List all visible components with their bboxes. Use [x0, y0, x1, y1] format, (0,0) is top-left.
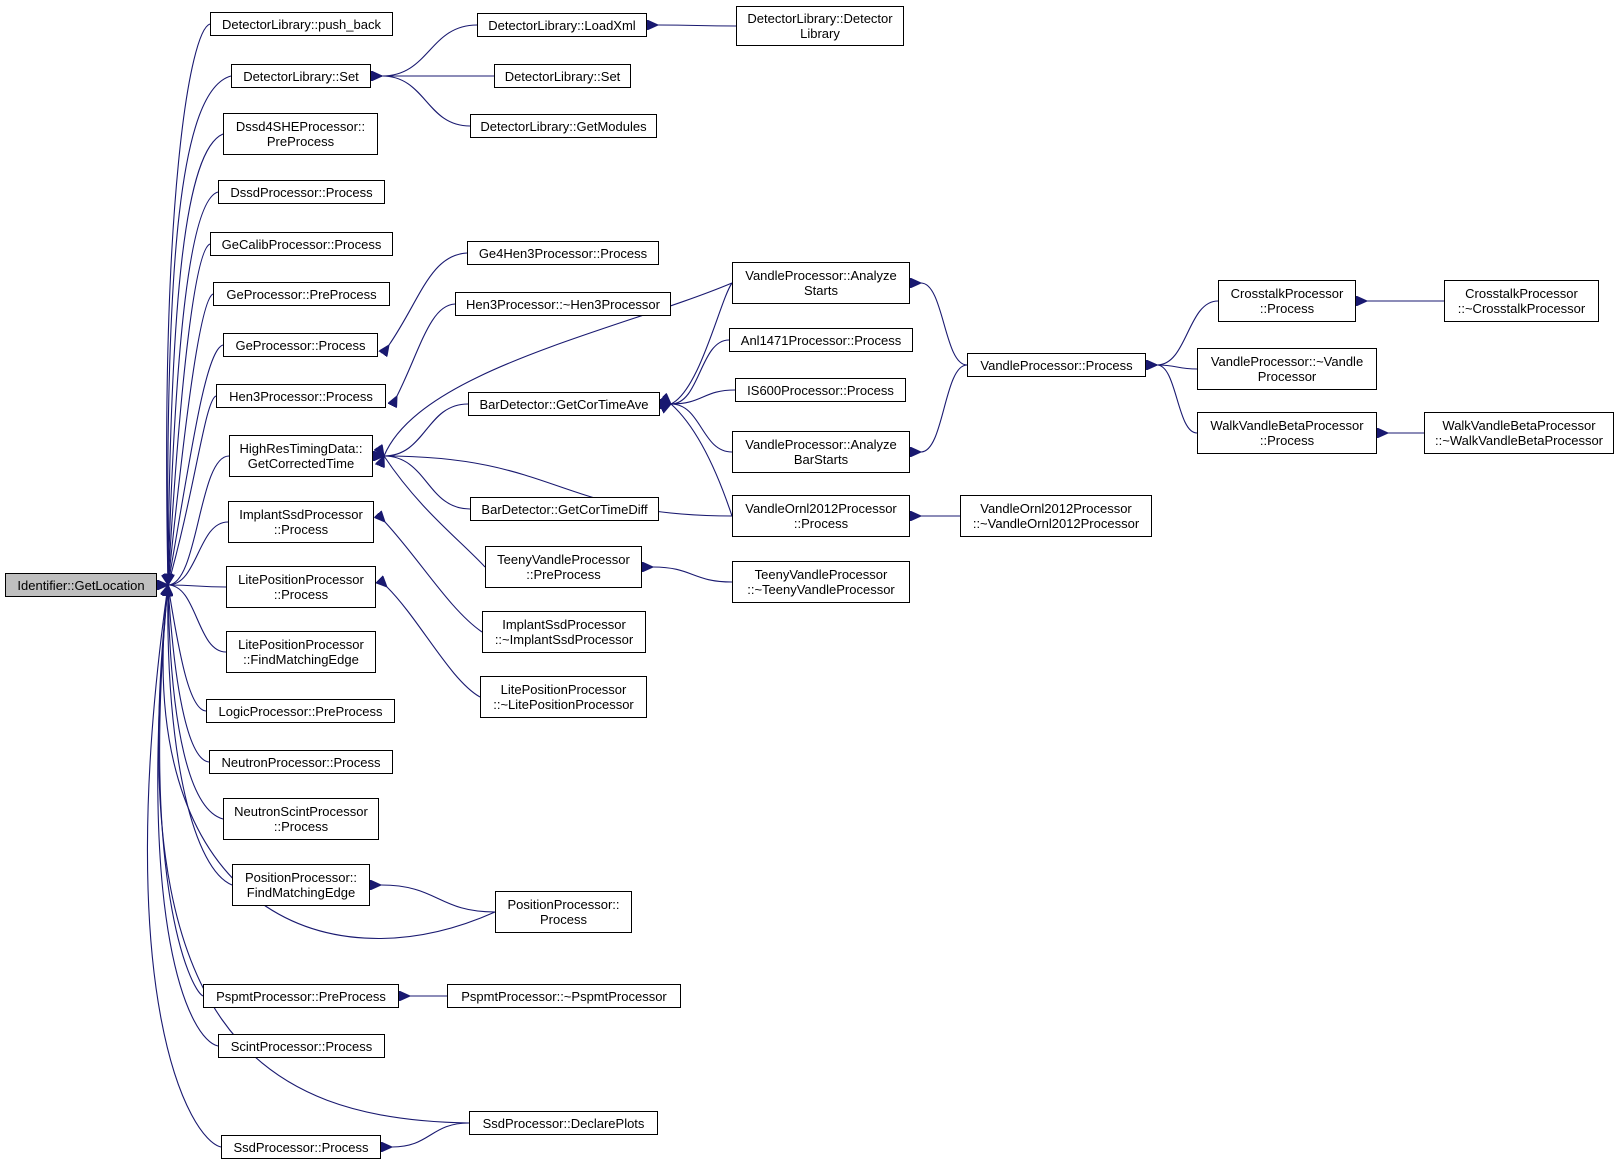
graph-node-root[interactable]: Identifier::GetLocation — [5, 573, 157, 597]
edge-bar-diff-to-hrtd — [384, 456, 471, 510]
edge-vornl-proc-to-bar-ave — [671, 404, 733, 517]
edge-bar-ave-to-hrtd — [384, 403, 469, 456]
graph-node-bar-diff[interactable]: BarDetector::GetCorTimeDiff — [470, 497, 659, 521]
graph-node-implant-dtor[interactable]: ImplantSsdProcessor ::~ImplantSsdProcess… — [482, 611, 646, 653]
edge-nscint-to-root — [168, 585, 224, 820]
edge-vandle-as-to-hrtd — [384, 282, 733, 456]
edge-vandle-proc-to-vandle-abs — [921, 364, 968, 452]
graph-node-dl-ctor[interactable]: DetectorLibrary::Detector Library — [736, 6, 904, 46]
edge-implant-to-root — [168, 521, 229, 585]
edge-pos-fme-to-root — [168, 585, 233, 886]
graph-node-walk-dtor[interactable]: WalkVandleBetaProcessor ::~WalkVandleBet… — [1424, 412, 1614, 454]
edge-dl-loadxml-to-dl-set — [382, 24, 478, 76]
graph-node-ge-proc[interactable]: GeProcessor::Process — [223, 333, 378, 357]
graph-node-vandle-as[interactable]: VandleProcessor::Analyze Starts — [732, 262, 910, 304]
graph-node-dl-set[interactable]: DetectorLibrary::Set — [231, 64, 371, 88]
graph-node-anl1471[interactable]: Anl1471Processor::Process — [729, 328, 913, 352]
graph-node-vandle-proc[interactable]: VandleProcessor::Process — [967, 353, 1146, 377]
edge-vandle-as-to-bar-ave — [671, 282, 733, 404]
graph-node-hen3[interactable]: Hen3Processor::Process — [216, 384, 386, 408]
graph-node-hen3-dtor[interactable]: Hen3Processor::~Hen3Processor — [455, 292, 671, 316]
graph-node-dssd[interactable]: DssdProcessor::Process — [218, 180, 385, 204]
edge-dl-push-to-root — [167, 23, 211, 585]
graph-node-dl-loadxml[interactable]: DetectorLibrary::LoadXml — [477, 13, 647, 37]
edge-ge4hen3-to-ge-proc — [389, 252, 468, 345]
edge-pos-proc-to-pos-fme — [381, 885, 496, 913]
graph-node-litepos-dtor[interactable]: LitePositionProcessor ::~LitePositionPro… — [480, 676, 647, 718]
graph-node-ssd-plots[interactable]: SsdProcessor::DeclarePlots — [469, 1111, 658, 1135]
edge-litepos-dtor-to-litepos — [387, 587, 481, 698]
edge-dssd-to-root — [168, 191, 219, 585]
edge-logic-to-root — [168, 585, 207, 712]
edge-scint-to-root — [157, 585, 219, 1047]
edge-teeny-dtor-to-teeny-pre — [653, 567, 733, 583]
graph-node-logic[interactable]: LogicProcessor::PreProcess — [206, 699, 395, 723]
edge-teeny-pre-to-hrtd — [384, 456, 486, 568]
graph-node-vandle-abs[interactable]: VandleProcessor::Analyze BarStarts — [732, 431, 910, 473]
graph-node-dl-set2[interactable]: DetectorLibrary::Set — [494, 64, 631, 88]
graph-node-walk-proc[interactable]: WalkVandleBetaProcessor ::Process — [1197, 412, 1377, 454]
edge-pspmt-to-root — [159, 585, 204, 997]
edge-gecalib-to-root — [168, 243, 211, 585]
edge-vandle-abs-to-bar-ave — [671, 404, 733, 453]
graph-node-cross-dtor[interactable]: CrosstalkProcessor ::~CrosstalkProcessor — [1444, 280, 1599, 322]
graph-node-vandle-dtor[interactable]: VandleProcessor::~Vandle Processor — [1197, 348, 1377, 390]
edge-anl1471-to-bar-ave — [671, 339, 730, 404]
edge-neutron-to-root — [168, 585, 210, 763]
graph-node-pos-proc[interactable]: PositionProcessor:: Process — [495, 891, 632, 933]
graph-node-vornl-dtor[interactable]: VandleOrnl2012Processor ::~VandleOrnl201… — [960, 495, 1152, 537]
edge-is600-to-bar-ave — [671, 389, 736, 404]
graph-node-litepos-fme[interactable]: LitePositionProcessor ::FindMatchingEdge — [226, 631, 376, 673]
graph-node-is600[interactable]: IS600Processor::Process — [735, 378, 906, 402]
edge-dl-set-to-root — [168, 75, 232, 585]
edge-dl-getmod-to-dl-set — [382, 76, 471, 127]
graph-node-nscint[interactable]: NeutronScintProcessor ::Process — [223, 798, 379, 840]
edge-hen3-to-root — [168, 395, 217, 585]
graph-node-teeny-dtor[interactable]: TeenyVandleProcessor ::~TeenyVandleProce… — [732, 561, 910, 603]
edge-walk-proc-to-vandle-proc — [1157, 365, 1198, 434]
graph-node-ge4hen3[interactable]: Ge4Hen3Processor::Process — [467, 241, 659, 265]
edge-ge-proc-to-root — [168, 344, 224, 585]
graph-node-vornl-proc[interactable]: VandleOrnl2012Processor ::Process — [732, 495, 910, 537]
edge-litepos-fme-to-root — [168, 585, 227, 653]
graph-node-ssd[interactable]: SsdProcessor::Process — [221, 1135, 381, 1159]
edge-hrtd-to-root — [168, 455, 230, 585]
graph-node-bar-ave[interactable]: BarDetector::GetCorTimeAve — [468, 392, 660, 416]
graph-node-hrtd[interactable]: HighResTimingData:: GetCorrectedTime — [229, 435, 373, 477]
graph-node-dssd4[interactable]: Dssd4SHEProcessor:: PreProcess — [223, 113, 378, 155]
edge-vandle-proc-to-vandle-as — [921, 283, 968, 366]
edge-hen3-dtor-to-hen3 — [397, 303, 456, 396]
edge-cross-proc-to-vandle-proc — [1157, 300, 1219, 365]
graph-node-implant[interactable]: ImplantSsdProcessor ::Process — [228, 501, 374, 543]
edge-vandle-dtor-to-vandle-proc — [1157, 365, 1198, 369]
graph-node-dl-getmod[interactable]: DetectorLibrary::GetModules — [470, 114, 657, 138]
graph-node-gecalib[interactable]: GeCalibProcessor::Process — [210, 232, 393, 256]
edge-dl-ctor-to-dl-loadxml — [658, 25, 737, 26]
graph-node-litepos[interactable]: LitePositionProcessor ::Process — [226, 566, 376, 608]
graph-node-ge-pre[interactable]: GeProcessor::PreProcess — [213, 282, 390, 306]
graph-node-pos-fme[interactable]: PositionProcessor:: FindMatchingEdge — [232, 864, 370, 906]
edge-ge-pre-to-root — [168, 293, 214, 585]
edge-ssd-plots-to-root — [158, 585, 470, 1124]
graph-node-teeny-pre[interactable]: TeenyVandleProcessor ::PreProcess — [485, 546, 642, 588]
graph-node-cross-proc[interactable]: CrosstalkProcessor ::Process — [1218, 280, 1356, 322]
graph-node-pspmt-dtor[interactable]: PspmtProcessor::~PspmtProcessor — [447, 984, 681, 1008]
edge-ssd-plots-to-ssd — [392, 1122, 470, 1147]
graph-node-dl-push[interactable]: DetectorLibrary::push_back — [210, 12, 393, 36]
graph-node-neutron[interactable]: NeutronProcessor::Process — [209, 750, 393, 774]
edge-vornl-proc-to-hrtd — [384, 456, 733, 517]
edge-litepos-to-root — [168, 585, 227, 587]
graph-node-pspmt[interactable]: PspmtProcessor::PreProcess — [203, 984, 399, 1008]
edge-dssd4-to-root — [168, 133, 224, 585]
edge-implant-dtor-to-implant — [385, 522, 483, 633]
edge-ssd-to-root — [146, 585, 222, 1148]
graph-node-scint[interactable]: ScintProcessor::Process — [218, 1034, 385, 1058]
